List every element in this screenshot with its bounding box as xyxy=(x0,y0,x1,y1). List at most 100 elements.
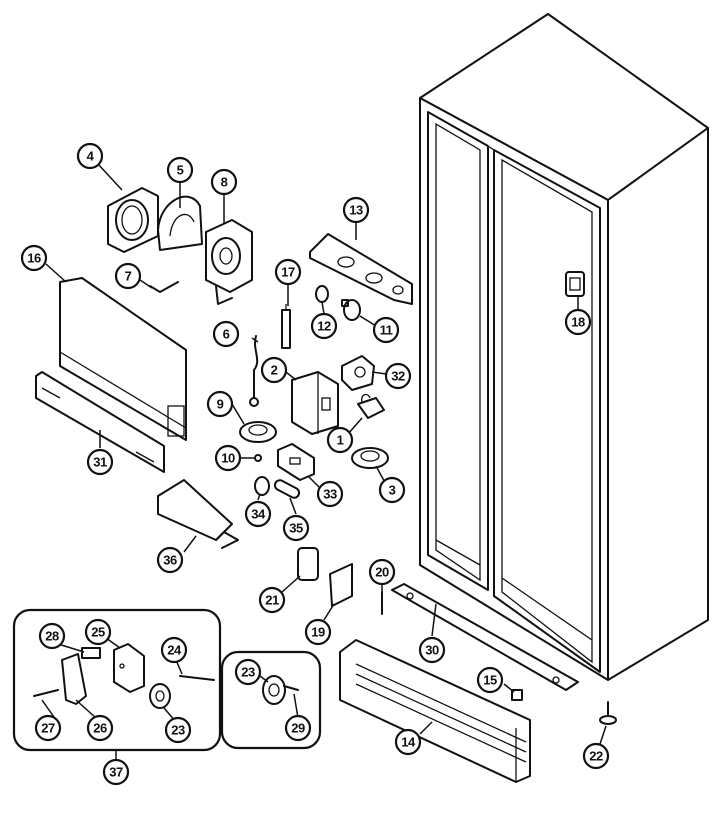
callout-5: 5 xyxy=(166,156,194,184)
callout-4: 4 xyxy=(76,142,104,170)
group-23-29-box xyxy=(220,650,322,750)
part-17-sensor xyxy=(281,304,291,349)
callout-20: 20 xyxy=(368,558,396,586)
part-9-fan-blade xyxy=(239,421,277,443)
callout-28: 28 xyxy=(38,622,66,650)
part-36-cover-plate xyxy=(157,479,239,549)
svg-text:14: 14 xyxy=(401,735,416,750)
part-28-spacer xyxy=(81,647,101,659)
group-37-box xyxy=(12,608,222,752)
part-23-roller-b xyxy=(262,675,286,705)
svg-text:17: 17 xyxy=(281,265,295,280)
part-7-clip xyxy=(149,281,179,293)
svg-text:6: 6 xyxy=(223,327,230,342)
part-4-duct-housing xyxy=(107,187,159,253)
callout-26: 26 xyxy=(86,714,114,742)
part-13-bracket xyxy=(309,233,413,305)
part-3-fan-blade xyxy=(351,447,389,469)
callout-1: 1 xyxy=(326,426,354,454)
svg-text:35: 35 xyxy=(289,521,303,536)
callout-36: 36 xyxy=(156,546,184,574)
svg-text:23: 23 xyxy=(241,665,255,680)
svg-text:25: 25 xyxy=(91,625,105,640)
svg-text:21: 21 xyxy=(265,593,279,608)
svg-text:33: 33 xyxy=(323,487,337,502)
svg-text:13: 13 xyxy=(349,203,363,218)
svg-text:12: 12 xyxy=(317,319,331,334)
svg-text:10: 10 xyxy=(221,451,235,466)
callout-24: 24 xyxy=(160,636,188,664)
part-14-grille xyxy=(339,639,531,783)
callout-15: 15 xyxy=(476,666,504,694)
svg-text:24: 24 xyxy=(167,643,182,658)
callout-34: 34 xyxy=(244,500,272,528)
callout-22: 22 xyxy=(582,742,610,770)
callout-27: 27 xyxy=(34,714,62,742)
svg-text:26: 26 xyxy=(93,721,107,736)
part-8-fan-assembly xyxy=(205,219,253,305)
callout-8: 8 xyxy=(210,168,238,196)
callout-18: 18 xyxy=(564,308,592,336)
part-19-plate xyxy=(329,563,353,607)
svg-text:5: 5 xyxy=(177,163,184,178)
part-26-bracket xyxy=(61,653,87,705)
svg-text:11: 11 xyxy=(380,323,393,338)
cabinet xyxy=(419,13,709,681)
svg-text:7: 7 xyxy=(125,269,132,284)
callout-7: 7 xyxy=(114,262,142,290)
svg-text:30: 30 xyxy=(425,643,439,658)
callout-31: 31 xyxy=(86,448,114,476)
part-32-damper xyxy=(341,355,375,391)
part-33-terminal xyxy=(277,443,315,481)
callout-11: 11 xyxy=(372,316,400,344)
callout-33: 33 xyxy=(316,480,344,508)
part-10-screw xyxy=(254,454,262,462)
callout-30: 30 xyxy=(418,636,446,664)
svg-text:23: 23 xyxy=(171,723,185,738)
svg-text:8: 8 xyxy=(221,175,228,190)
part-25-motor-bracket xyxy=(113,643,145,693)
part-35-tube xyxy=(273,479,301,499)
svg-text:19: 19 xyxy=(311,625,325,640)
svg-text:4: 4 xyxy=(87,149,95,164)
part-31-bracket xyxy=(35,371,165,473)
part-21-bracket xyxy=(297,547,319,581)
callout-2: 2 xyxy=(260,356,288,384)
callout-32: 32 xyxy=(384,362,412,390)
svg-text:16: 16 xyxy=(27,251,41,266)
part-1-switch xyxy=(357,393,385,419)
part-11-bulb xyxy=(341,299,361,321)
callout-13: 13 xyxy=(342,196,370,224)
callout-17: 17 xyxy=(274,258,302,286)
svg-text:34: 34 xyxy=(251,507,266,522)
svg-text:29: 29 xyxy=(291,721,305,736)
callout-9: 9 xyxy=(206,390,234,418)
svg-text:36: 36 xyxy=(163,553,177,568)
callout-21: 21 xyxy=(258,586,286,614)
part-16-panel xyxy=(59,277,187,441)
svg-text:18: 18 xyxy=(571,315,585,330)
part-2-control-housing xyxy=(291,371,339,435)
part-12-lamp-socket xyxy=(315,285,329,303)
callout-16: 16 xyxy=(20,244,48,272)
svg-text:3: 3 xyxy=(389,483,396,498)
svg-text:9: 9 xyxy=(217,397,224,412)
part-15-clip xyxy=(511,689,523,701)
callout-29: 29 xyxy=(284,714,312,742)
svg-text:1: 1 xyxy=(337,433,344,448)
callout-14: 14 xyxy=(394,728,422,756)
svg-text:28: 28 xyxy=(45,629,59,644)
callout-10: 10 xyxy=(214,444,242,472)
part-6-rod xyxy=(249,335,259,407)
part-34-cap xyxy=(254,476,270,496)
part-29-pin xyxy=(283,685,299,691)
callout-23a: 23 xyxy=(164,716,192,744)
callout-6: 6 xyxy=(212,320,240,348)
callout-12: 12 xyxy=(310,312,338,340)
svg-text:37: 37 xyxy=(109,765,123,780)
part-5-cover xyxy=(157,195,203,251)
part-23-roller-a xyxy=(149,683,171,709)
part-27-screw xyxy=(33,689,59,697)
